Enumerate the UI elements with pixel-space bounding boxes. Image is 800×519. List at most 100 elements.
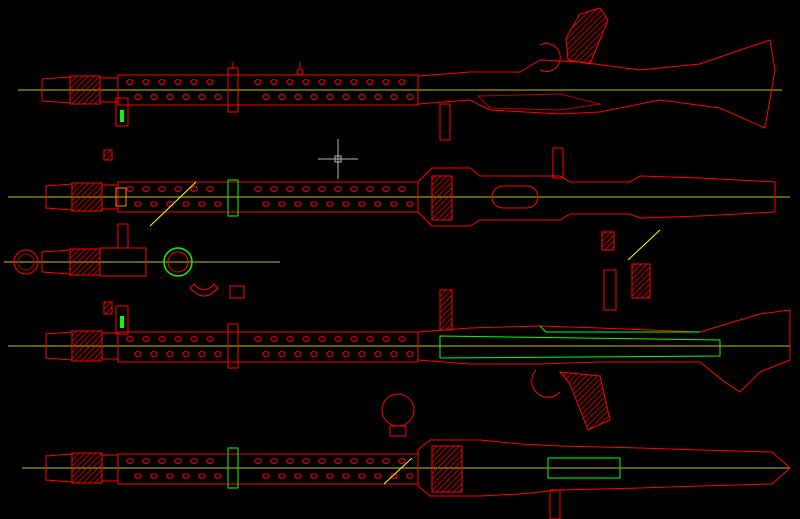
cooling-hole [278,94,286,100]
cooling-hole [302,336,310,342]
cooling-hole [126,458,134,464]
cooling-hole [350,186,358,192]
cooling-hole [254,186,262,192]
cooling-holes [126,79,414,100]
cooling-hole [382,458,390,464]
cooling-hole [374,94,382,100]
cooling-hole [174,458,182,464]
cooling-hole [366,458,374,464]
cooling-hole [158,458,166,464]
cooling-hole [302,186,310,192]
cooling-hole [150,94,158,100]
cooling-hole [342,351,350,357]
cooling-hole [206,186,214,192]
cooling-hole [358,473,366,479]
cooling-hole [278,473,286,479]
cooling-hole [350,79,358,85]
cooling-hole [174,336,182,342]
cooling-hole [318,336,326,342]
cooling-hole [342,94,350,100]
cooling-hole [262,473,270,479]
cooling-hole [398,186,406,192]
cooling-hole [326,473,334,479]
cooling-hole [294,94,302,100]
cooling-hole [334,186,342,192]
receiver [417,39,776,129]
cooling-hole [190,186,198,192]
cooling-hole [262,351,270,357]
cooling-hole [174,79,182,85]
cooling-hole [342,473,350,479]
top-view [8,147,790,227]
cooling-hole [126,186,134,192]
cooling-hole [366,79,374,85]
cooling-hole [390,473,398,479]
cooling-hole [150,201,158,207]
cooling-hole [390,201,398,207]
cooling-hole [270,186,278,192]
cooling-hole [310,473,318,479]
side-view-left [18,7,782,141]
cooling-hole [374,351,382,357]
cooling-hole [302,458,310,464]
cooling-hole [134,201,142,207]
cooling-hole [182,473,190,479]
cooling-hole [182,351,190,357]
cooling-hole [374,201,382,207]
cooling-hole [134,94,142,100]
cooling-hole [254,336,262,342]
cooling-hole [214,201,222,207]
cooling-hole [406,351,414,357]
cooling-hole [398,458,406,464]
cooling-hole [398,336,406,342]
cooling-hole [150,473,158,479]
cooling-hole [214,94,222,100]
cooling-hole [158,79,166,85]
cooling-hole [166,94,174,100]
cooling-hole [406,94,414,100]
cooling-hole [198,473,206,479]
cooling-hole [326,201,334,207]
cooling-hole [270,79,278,85]
cooling-hole [142,79,150,85]
cooling-hole [294,473,302,479]
cooling-hole [214,351,222,357]
cooling-hole [174,186,182,192]
cooling-hole [406,201,414,207]
cooling-hole [326,351,334,357]
cooling-hole [382,336,390,342]
cooling-hole [262,94,270,100]
cooling-hole [358,94,366,100]
cooling-hole [366,336,374,342]
cooling-hole [334,336,342,342]
cooling-hole [350,458,358,464]
cooling-hole [406,473,414,479]
cooling-hole [142,458,150,464]
cooling-hole [294,351,302,357]
cooling-hole [206,79,214,85]
cooling-hole [166,351,174,357]
cooling-hole [198,351,206,357]
cooling-hole [158,186,166,192]
cooling-hole [358,201,366,207]
cooling-hole [342,201,350,207]
cooling-hole [286,79,294,85]
carry-handle [565,7,609,65]
bottom-view [22,439,791,519]
cooling-hole [374,473,382,479]
cooling-hole [334,458,342,464]
cooling-hole [142,336,150,342]
cooling-hole [286,336,294,342]
cooling-hole [182,201,190,207]
cooling-hole [206,458,214,464]
cooling-hole [158,336,166,342]
cooling-hole [134,351,142,357]
cooling-hole [310,201,318,207]
cooling-hole [270,458,278,464]
cooling-hole [390,94,398,100]
side-view-right-sectioned [8,289,791,437]
cooling-hole [142,186,150,192]
cooling-hole [318,458,326,464]
cooling-hole [294,201,302,207]
